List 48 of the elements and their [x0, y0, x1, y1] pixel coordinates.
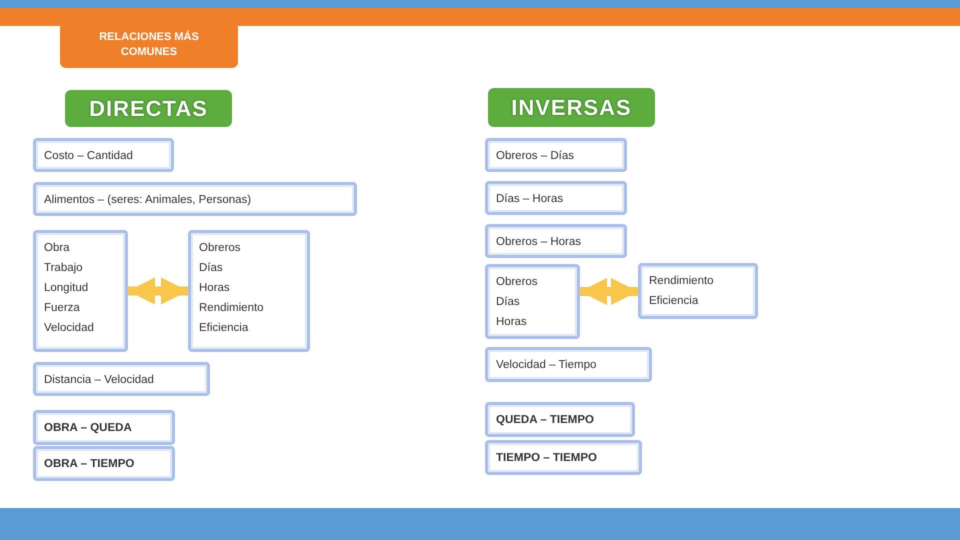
box-text: QUEDA – TIEMPO: [496, 413, 595, 428]
box-text: Horas: [496, 315, 528, 330]
box-text: Rendimiento: [199, 301, 265, 316]
text-box: [485, 138, 627, 172]
box-text: Obreros – Días: [496, 149, 575, 164]
title-text: RELACIONES MÁS COMUNES: [98, 30, 200, 60]
double-arrow: [580, 278, 638, 305]
text-box: [33, 182, 357, 216]
box-text: Velocidad – Tiempo: [496, 358, 598, 373]
text-box: [33, 230, 128, 352]
header-text: DIRECTAS: [89, 96, 208, 122]
text-box: [485, 181, 627, 215]
text-box: [33, 410, 175, 445]
double-arrow: [128, 278, 188, 304]
text-box: [485, 224, 627, 258]
box-text: Días: [199, 261, 224, 276]
box-text: Rendimiento: [649, 274, 715, 289]
box-text: Trabajo: [44, 261, 84, 276]
category-header: [65, 90, 232, 127]
box-text: Obreros: [199, 241, 242, 256]
text-box: [485, 440, 642, 475]
box-text: OBRA – TIEMPO: [44, 457, 136, 472]
text-box: [33, 362, 210, 396]
box-text: TIEMPO – TIEMPO: [496, 451, 598, 466]
text-box: [485, 402, 635, 437]
box-text: Alimentos – (seres: Animales, Personas): [44, 193, 252, 208]
box-text: Días – Horas: [496, 192, 564, 207]
box-text: Eficiencia: [649, 294, 700, 309]
text-box: [638, 263, 758, 319]
box-text: Longitud: [44, 281, 90, 296]
box-text: Distancia – Velocidad: [44, 373, 155, 388]
text-box: [33, 138, 174, 172]
category-header: [488, 88, 655, 127]
box-text: Obreros: [496, 275, 539, 290]
text-box: [485, 347, 652, 382]
header-text: INVERSAS: [511, 94, 632, 120]
box-text: Velocidad: [44, 321, 95, 336]
box-text: Costo – Cantidad: [44, 149, 134, 164]
box-text: Obra: [44, 241, 71, 256]
text-box: [485, 264, 580, 339]
text-box: [33, 446, 175, 481]
text-box: [188, 230, 310, 352]
box-text: Horas: [199, 281, 231, 296]
box-text: OBRA – QUEDA: [44, 421, 133, 436]
box-text: Eficiencia: [199, 321, 250, 336]
box-text: Fuerza: [44, 301, 81, 316]
box-text: Días: [496, 295, 521, 310]
box-text: Obreros – Horas: [496, 235, 582, 250]
